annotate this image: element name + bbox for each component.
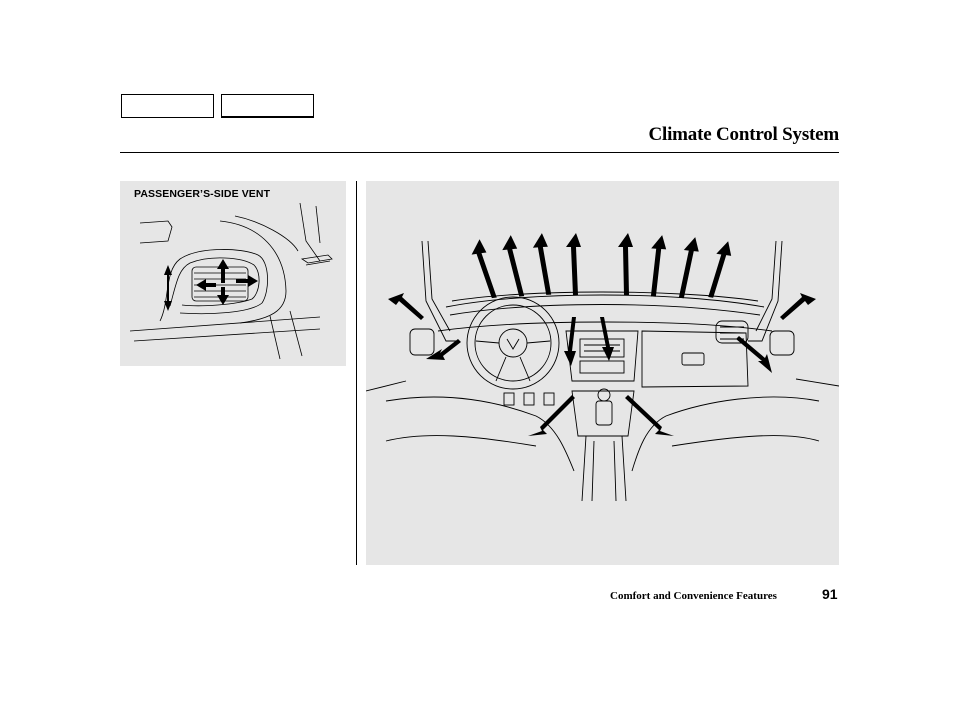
main-menu-button[interactable] [121, 94, 214, 118]
table-of-contents-button[interactable] [221, 94, 314, 118]
page-number: 91 [822, 586, 838, 602]
page-title: Climate Control System [648, 124, 840, 145]
dashboard-airflow-figure [366, 181, 839, 565]
passenger-vent-illustration [129, 202, 333, 360]
footer-section-title: Comfort and Convenience Features [610, 590, 777, 602]
passenger-vent-label: PASSENGER’S-SIDE VENT [134, 188, 271, 200]
passenger-vent-figure: PASSENGER’S-SIDE VENT [120, 181, 346, 366]
dashboard-airflow-illustration [366, 233, 839, 502]
header-divider [120, 152, 839, 153]
column-divider [356, 181, 357, 565]
